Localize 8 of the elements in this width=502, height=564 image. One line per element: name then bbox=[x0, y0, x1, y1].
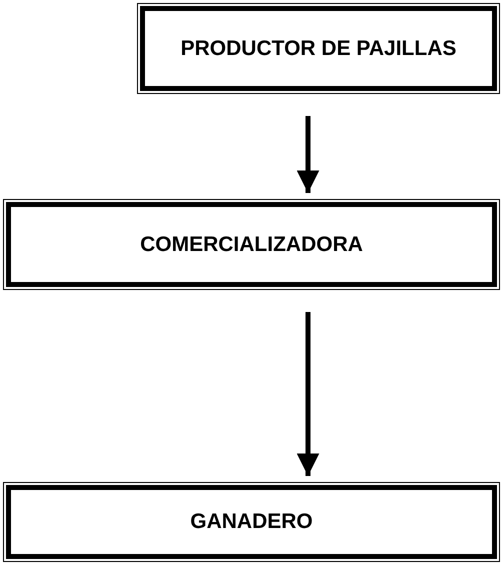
process-box bbox=[137, 3, 500, 94]
arrow bbox=[296, 312, 320, 476]
box-label: COMERCIALIZADORA bbox=[140, 232, 363, 256]
arrow bbox=[296, 116, 320, 193]
process-box bbox=[3, 482, 500, 562]
box-label: PRODUCTOR DE PAJILLAS bbox=[180, 36, 456, 60]
process-box bbox=[3, 199, 500, 290]
box-label: GANADERO bbox=[190, 510, 313, 534]
